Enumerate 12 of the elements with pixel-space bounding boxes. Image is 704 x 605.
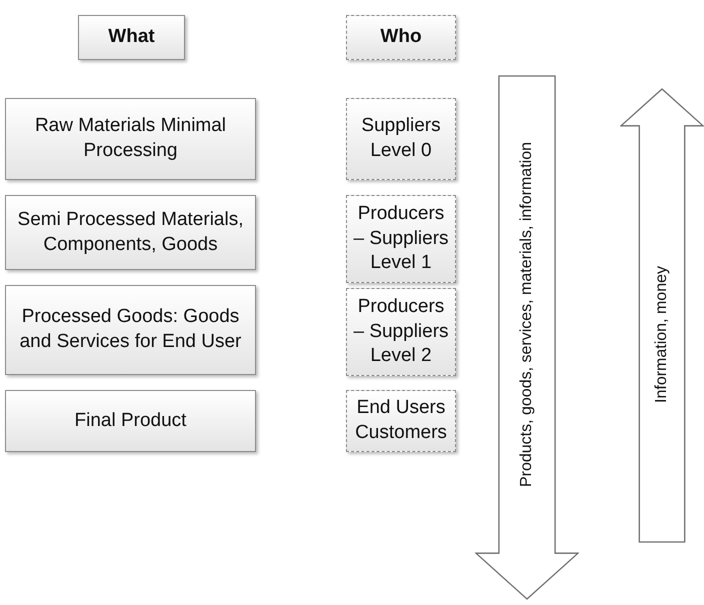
stage-box: Processed Goods: Goods and Services for End User [5, 285, 256, 375]
arrow-label: Information, money [653, 266, 671, 403]
role-box: Suppliers Level 0 [346, 98, 456, 180]
role-box: Producers – Suppliers Level 1 [346, 195, 456, 283]
stage-box: Raw Materials Minimal Processing [5, 98, 256, 180]
stage-box: Semi Processed Materials, Components, Goods [5, 195, 256, 270]
column-heading: Who [346, 15, 456, 60]
role-box: Producers – Suppliers Level 2 [346, 288, 456, 376]
column-heading: What [78, 15, 185, 60]
arrow-label: Products, goods, services, materials, information [518, 142, 536, 487]
role-box: End Users Customers [346, 390, 456, 452]
stage-box: Final Product [5, 390, 256, 452]
